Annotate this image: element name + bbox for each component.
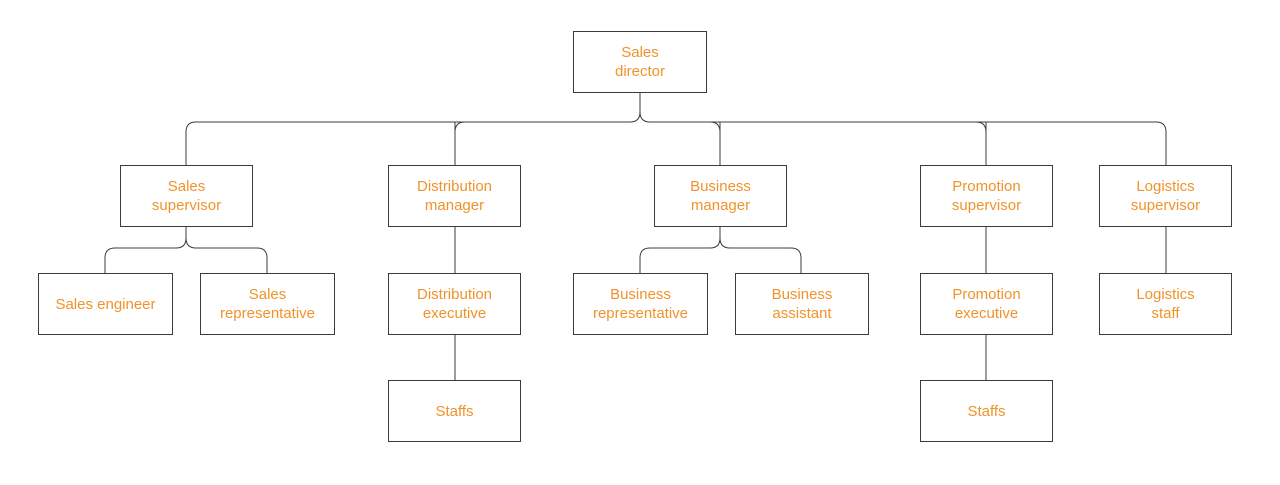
connector-sales-supervisor-children (104, 226, 268, 273)
node-label: Staffs (435, 402, 474, 420)
node-business-manager: Business manager (654, 165, 787, 227)
node-label: Sales engineer (55, 295, 156, 313)
node-label: Sales representative (219, 286, 316, 322)
node-distribution-staffs: Staffs (388, 380, 521, 442)
node-label: Promotion supervisor (951, 178, 1022, 214)
node-logistics-staff: Logistics staff (1099, 273, 1232, 335)
node-label: Sales director (614, 44, 666, 80)
node-promotion-staffs: Staffs (920, 380, 1053, 442)
node-label: Sales supervisor (151, 178, 222, 214)
node-sales-representative: Sales representative (200, 273, 335, 335)
node-business-representative: Business representative (573, 273, 708, 335)
node-distribution-executive: Distribution executive (388, 273, 521, 335)
connector-director-to-managers (185, 92, 1167, 165)
node-sales-director: Sales director (573, 31, 707, 93)
node-label: Distribution executive (416, 286, 493, 322)
node-promotion-executive: Promotion executive (920, 273, 1053, 335)
node-business-assistant: Business assistant (735, 273, 869, 335)
node-logistics-supervisor: Logistics supervisor (1099, 165, 1232, 227)
node-sales-engineer: Sales engineer (38, 273, 173, 335)
node-label: Business manager (690, 178, 751, 214)
connector-business-manager-children (639, 226, 802, 273)
node-label: Business representative (592, 286, 689, 322)
node-label: Business assistant (771, 286, 833, 322)
node-label: Promotion executive (952, 286, 1021, 322)
node-label: Staffs (967, 402, 1006, 420)
node-label: Logistics staff (1136, 286, 1195, 322)
node-distribution-manager: Distribution manager (388, 165, 521, 227)
node-sales-supervisor: Sales supervisor (120, 165, 253, 227)
node-promotion-supervisor: Promotion supervisor (920, 165, 1053, 227)
node-label: Logistics supervisor (1130, 178, 1201, 214)
node-label: Distribution manager (416, 178, 493, 214)
